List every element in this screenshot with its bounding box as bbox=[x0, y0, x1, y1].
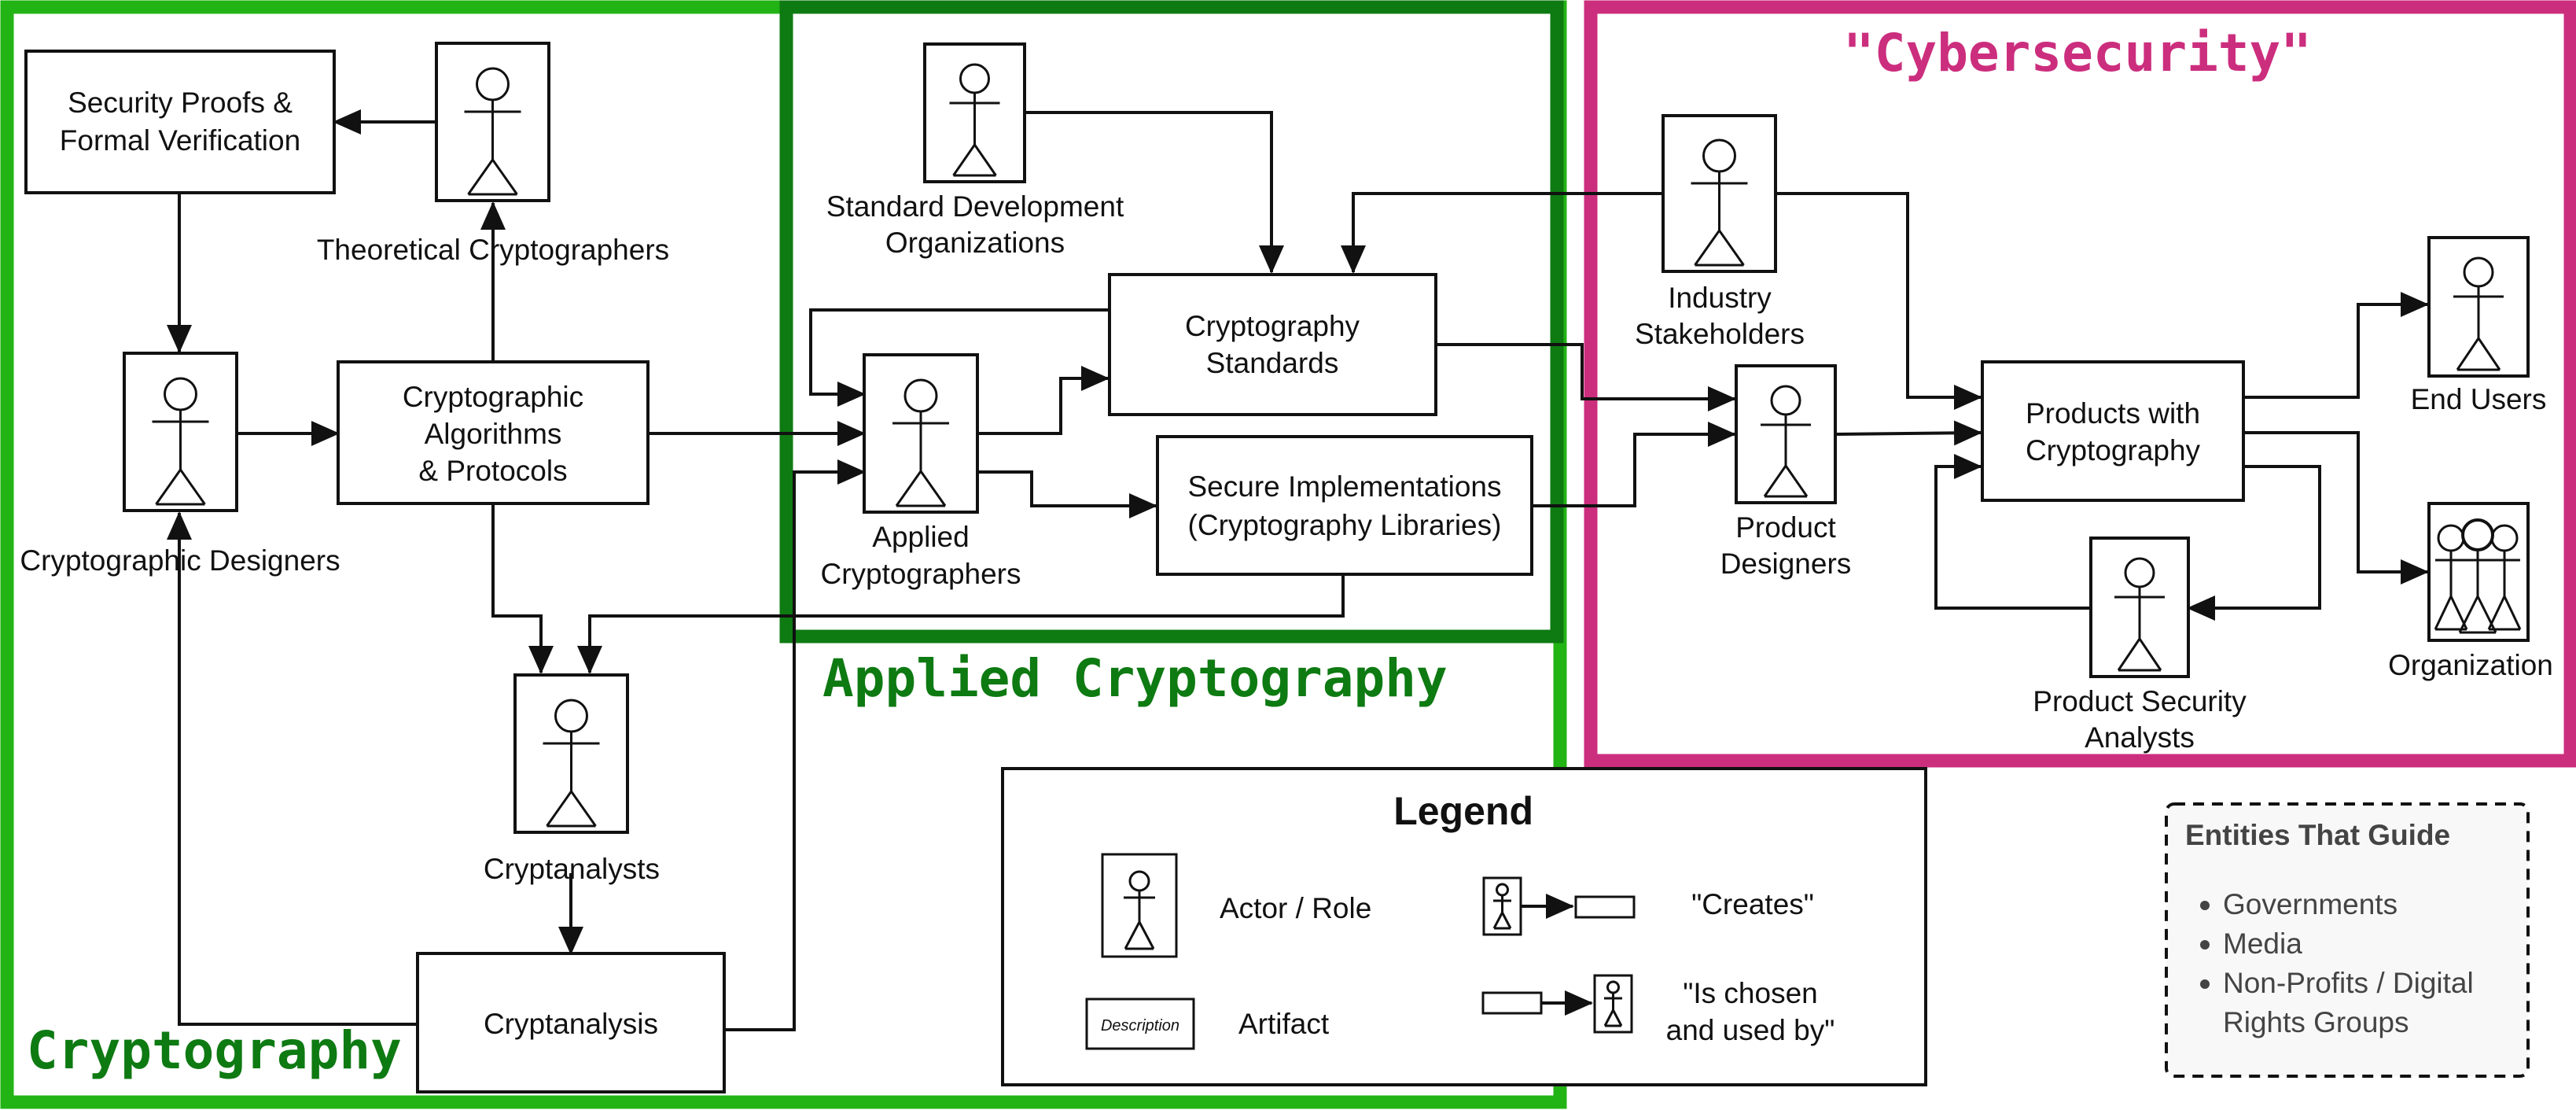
actor-applied-cryptographers: Applied Cryptographers bbox=[820, 353, 1021, 590]
svg-text:Products with: Products with bbox=[2026, 397, 2200, 430]
legend-title: Legend bbox=[1393, 789, 1533, 833]
legend-chosen-sample bbox=[1481, 974, 1633, 1034]
guide-item-nonprofits-2: Rights Groups bbox=[2223, 1006, 2409, 1038]
svg-text:Cryptography: Cryptography bbox=[1185, 310, 1360, 342]
legend-creates-sample bbox=[1482, 876, 1636, 936]
edges bbox=[167, 109, 2429, 1031]
guide-bullet-3 bbox=[2200, 979, 2210, 989]
edge-products-to-organization bbox=[2243, 431, 2429, 585]
entities-that-guide: Entities That Guide Governments Media No… bbox=[2165, 802, 2530, 1078]
edge-psa-to-products bbox=[1934, 454, 2091, 610]
edge-cryptanalysis-to-applied bbox=[724, 459, 866, 1031]
region-cybersecurity bbox=[1584, 0, 2576, 768]
svg-text:Cryptographic Designers: Cryptographic Designers bbox=[20, 544, 340, 577]
svg-text:Algorithms: Algorithms bbox=[425, 418, 562, 450]
legend-actor-sample bbox=[1101, 853, 1178, 958]
svg-text:Cryptanalysts: Cryptanalysts bbox=[484, 853, 660, 885]
legend: Legend Actor / Role Description Artifact… bbox=[1001, 767, 1927, 1086]
edge-applied-to-implementations bbox=[977, 470, 1157, 518]
edge-applied-to-standards bbox=[977, 366, 1110, 435]
region-title-cybersecurity: "Cybersecurity" bbox=[1843, 23, 2312, 83]
guide-bullet-1 bbox=[2200, 901, 2210, 910]
guide-bullet-2 bbox=[2200, 940, 2210, 950]
svg-text:Cryptographers: Cryptographers bbox=[820, 558, 1021, 590]
region-title-cryptography: Cryptography bbox=[27, 1020, 402, 1081]
region-applied-cryptography bbox=[779, 0, 1564, 644]
svg-text:Standard Development: Standard Development bbox=[826, 190, 1124, 223]
artifact-security-proofs: Security Proofs & Formal Verification bbox=[24, 50, 336, 194]
legend-creates-label: "Creates" bbox=[1691, 888, 1814, 920]
actor-industry-stakeholders: Industry Stakeholders bbox=[1635, 114, 1805, 350]
actor-theoretical-cryptographers: Theoretical Cryptographers bbox=[317, 42, 669, 266]
region-title-applied: Applied Cryptography bbox=[822, 648, 1448, 709]
actor-cryptographic-designers: Cryptographic Designers bbox=[20, 352, 340, 577]
svg-text:& Protocols: & Protocols bbox=[418, 455, 567, 487]
actor-organization: Organization bbox=[2388, 502, 2553, 681]
svg-text:Cryptography: Cryptography bbox=[2026, 434, 2201, 466]
svg-text:Formal Verification: Formal Verification bbox=[60, 124, 300, 157]
svg-text:Cryptographic: Cryptographic bbox=[403, 381, 583, 413]
artifact-products-with-cryptography: Products with Cryptography bbox=[1981, 360, 2245, 502]
edge-industry-to-products bbox=[1776, 192, 1982, 410]
edge-implementations-to-product-designers bbox=[1532, 422, 1736, 507]
svg-text:End Users: End Users bbox=[2411, 383, 2547, 415]
svg-text:Analysts: Analysts bbox=[2085, 721, 2195, 754]
guide-item-media: Media bbox=[2223, 927, 2302, 960]
artifact-algorithms-protocols: Cryptographic Algorithms & Protocols bbox=[337, 360, 650, 505]
legend-actor-label: Actor / Role bbox=[1220, 892, 1371, 924]
legend-chosen-label-2: and used by" bbox=[1666, 1014, 1835, 1046]
legend-chosen-label-1: "Is chosen bbox=[1683, 977, 1818, 1009]
edge-industry-to-standards bbox=[1341, 192, 1663, 274]
svg-text:Standards: Standards bbox=[1206, 347, 1339, 379]
svg-text:(Cryptography Libraries): (Cryptography Libraries) bbox=[1188, 509, 1502, 541]
svg-text:Theoretical Cryptographers: Theoretical Cryptographers bbox=[317, 234, 669, 266]
legend-artifact-label: Artifact bbox=[1238, 1008, 1330, 1040]
guide-title: Entities That Guide bbox=[2185, 819, 2450, 851]
edge-product-designers-to-products bbox=[1834, 420, 1982, 446]
edge-cryptanalysis-to-designers bbox=[167, 511, 418, 1026]
edge-standards-to-product-designers bbox=[1436, 343, 1736, 411]
edge-algorithms-to-cryptanalysts bbox=[491, 503, 554, 674]
actor-standard-development-organizations: Standard Development Organizations bbox=[826, 42, 1124, 259]
guide-item-nonprofits-1: Non-Profits / Digital bbox=[2223, 967, 2474, 999]
edge-products-to-psa bbox=[2187, 465, 2321, 621]
edge-implementations-to-cryptanalysts bbox=[577, 574, 1345, 674]
svg-text:Organization: Organization bbox=[2388, 649, 2553, 681]
svg-text:Cryptanalysis: Cryptanalysis bbox=[484, 1008, 658, 1040]
svg-text:Product Security: Product Security bbox=[2033, 685, 2247, 717]
actor-end-users: End Users bbox=[2411, 236, 2547, 415]
edge-products-to-end-users bbox=[2243, 292, 2429, 399]
svg-text:Stakeholders: Stakeholders bbox=[1635, 318, 1805, 350]
artifact-cryptanalysis: Cryptanalysis bbox=[416, 952, 726, 1093]
guide-item-governments: Governments bbox=[2223, 888, 2398, 920]
svg-text:Product: Product bbox=[1735, 511, 1836, 544]
svg-text:Security Proofs &: Security Proofs & bbox=[68, 87, 293, 119]
svg-text:Applied: Applied bbox=[872, 521, 969, 553]
actor-product-designers: Product Designers bbox=[1720, 364, 1852, 580]
svg-text:Description: Description bbox=[1101, 1017, 1179, 1034]
edge-standards-to-applied bbox=[809, 308, 1110, 407]
svg-text:Secure Implementations: Secure Implementations bbox=[1188, 470, 1502, 503]
svg-text:Organizations: Organizations bbox=[885, 227, 1065, 259]
legend-artifact-sample: Description bbox=[1085, 998, 1195, 1050]
svg-text:Industry: Industry bbox=[1668, 282, 1772, 314]
edge-sdo-to-standards bbox=[1025, 111, 1284, 274]
actor-product-security-analysts: Product Security Analysts bbox=[2033, 537, 2247, 754]
actor-cryptanalysts: Cryptanalysts bbox=[484, 673, 660, 885]
artifact-secure-implementations: Secure Implementations (Cryptography Lib… bbox=[1156, 435, 1533, 576]
svg-text:Designers: Designers bbox=[1720, 548, 1852, 580]
artifact-cryptography-standards: Cryptography Standards bbox=[1108, 273, 1437, 416]
